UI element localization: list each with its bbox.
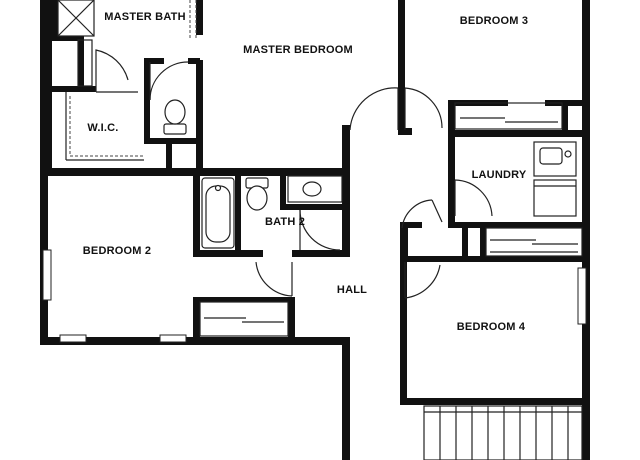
- laundry-door: [454, 179, 493, 217]
- right-exterior-wall: [582, 0, 590, 460]
- toilet-room-door: [149, 61, 189, 101]
- label-bedroom-3: BEDROOM 3: [459, 15, 529, 27]
- laundry-top-wall: [448, 130, 590, 137]
- bath-2-sink: [302, 181, 322, 197]
- bath-2-inner-wall: [280, 204, 350, 210]
- laundry-left-wall: [448, 100, 455, 225]
- label-bedroom-4: BEDROOM 4: [456, 321, 526, 333]
- wic-top-wall: [52, 86, 96, 92]
- label-master-bedroom: MASTER BEDROOM: [243, 44, 353, 56]
- bedroom-2-door: [255, 261, 293, 297]
- bath-2-bottom-wall-left: [193, 250, 263, 257]
- bath-2-left-wall: [193, 170, 200, 255]
- bedroom-2-closet-left-wall: [193, 297, 200, 337]
- master-bedroom-door-left: [349, 87, 399, 131]
- master-bath-left-wall: [48, 0, 52, 175]
- label-wic: W.I.C.: [87, 122, 119, 134]
- bedroom-2-side-window: [42, 249, 52, 301]
- bath-2-toilet-bowl: [246, 185, 268, 211]
- shower: [57, 0, 95, 37]
- bath-2-door: [299, 209, 341, 251]
- staircase: [423, 405, 583, 460]
- label-master-bath: MASTER BATH: [104, 11, 186, 23]
- linen-closet-door: [401, 199, 433, 229]
- bath-2-sink-wall: [280, 170, 286, 210]
- bedroom-4-top-wall: [400, 256, 590, 262]
- bedroom-2-window-2: [159, 334, 187, 343]
- bedroom-2-closet-right-wall: [288, 297, 295, 337]
- bath-2-tub-wall: [235, 176, 241, 250]
- master-toilet-tank: [163, 123, 187, 135]
- toilet-left-wall: [144, 58, 150, 143]
- master-bath-right-wall-top: [196, 0, 203, 35]
- bedroom-4-door: [404, 264, 441, 299]
- bedroom-4-left-wall: [400, 255, 407, 405]
- label-hall: HALL: [336, 284, 368, 296]
- hall-left-wall: [342, 337, 350, 460]
- master-bath-right-wall: [196, 60, 203, 175]
- master-bath-door: [95, 49, 129, 92]
- hall-upper-left-wall: [342, 125, 350, 250]
- master-toilet-bowl: [164, 99, 186, 125]
- bedroom-2-bottom-wall: [40, 337, 350, 345]
- linen-closet-left-wall: [400, 222, 408, 262]
- bedroom-3-left-wall: [398, 0, 405, 135]
- laundry-bottom-wall: [448, 222, 590, 228]
- label-bedroom-2: BEDROOM 2: [82, 245, 152, 257]
- bedroom-2-window-1: [59, 334, 87, 343]
- label-laundry: LAUNDRY: [471, 169, 527, 181]
- label-bath-2: BATH 2: [264, 216, 306, 228]
- bedroom-3-door: [404, 87, 443, 129]
- bath-2-bottom-wall-right: [292, 250, 350, 257]
- bedroom-4-side-window: [577, 267, 587, 325]
- bedroom-4-bottom-wall: [400, 398, 590, 405]
